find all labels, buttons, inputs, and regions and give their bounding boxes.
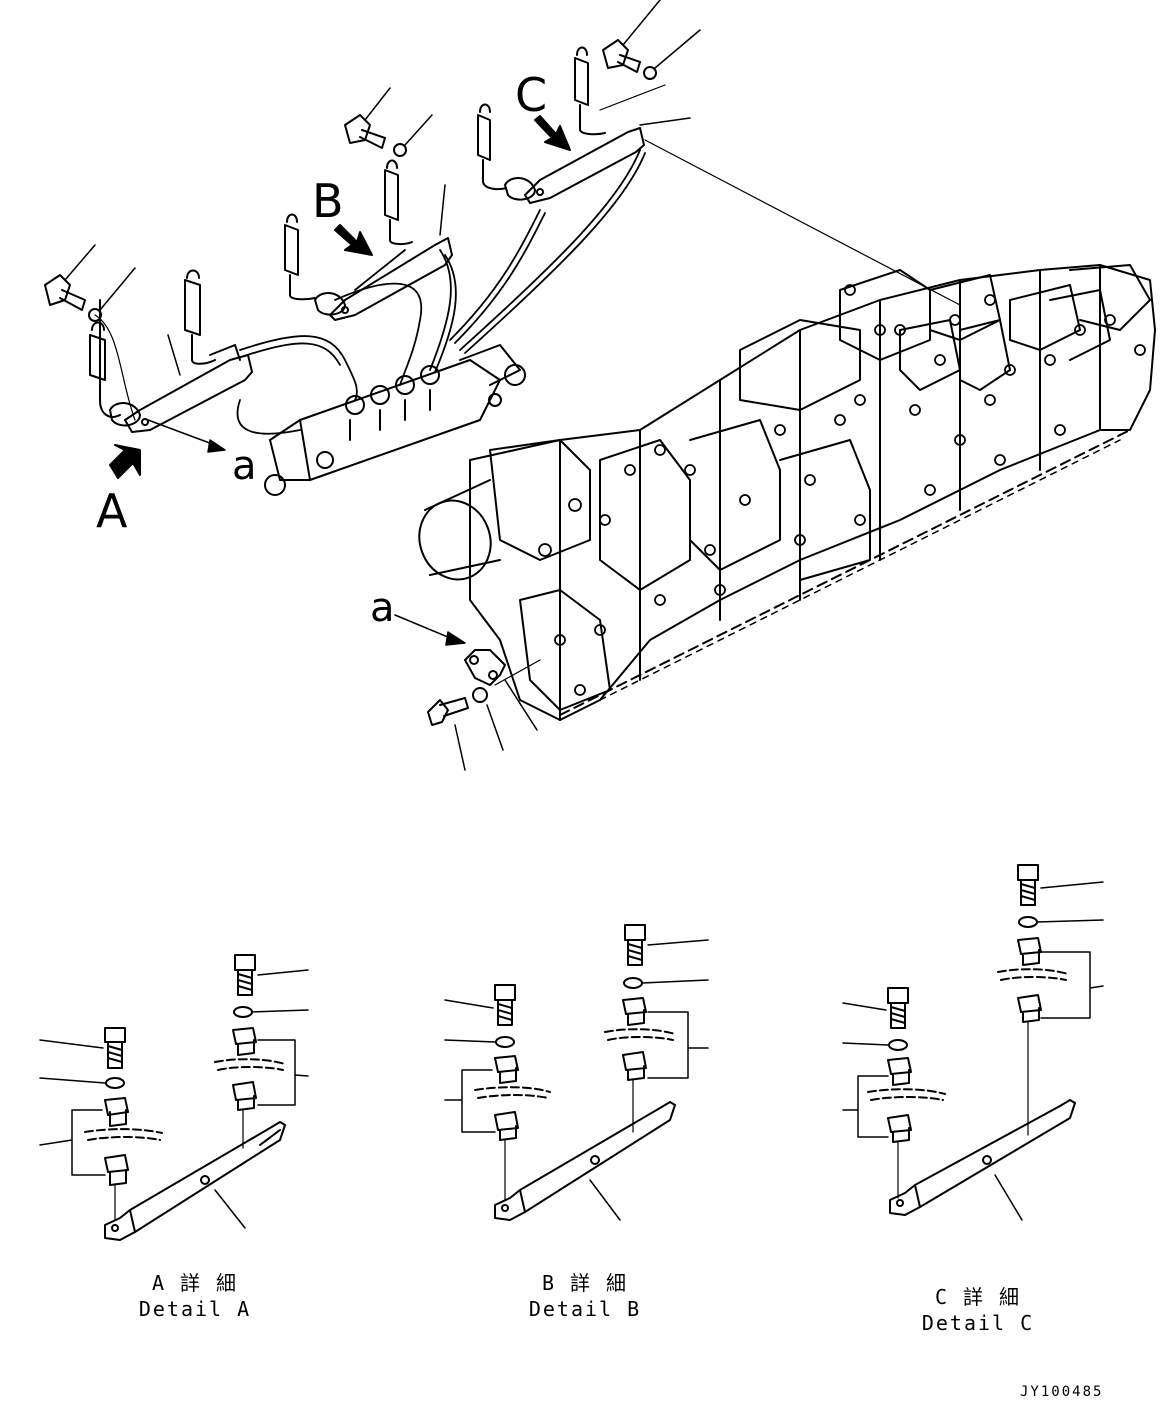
caption-detail-c: C 詳 細 Detail C <box>908 1284 1048 1336</box>
view-arrows <box>109 115 571 479</box>
drawing-code: JY100485 <box>1020 1384 1104 1400</box>
caption-detail-a: A 詳 細 Detail A <box>125 1270 265 1322</box>
view-label-b: B <box>312 174 344 228</box>
caption-detail-a-en: Detail A <box>138 1297 252 1321</box>
bracket-c-top <box>477 0 701 204</box>
caption-detail-b-jp: B 詳 細 <box>541 1271 629 1295</box>
view-label-a: A <box>96 484 128 538</box>
bracket-a-top <box>44 244 253 433</box>
caption-detail-c-jp: C 詳 細 <box>934 1285 1022 1309</box>
caption-detail-a-jp: A 詳 細 <box>151 1271 239 1295</box>
control-valve-body <box>418 264 1156 721</box>
detail-b-drawing <box>444 924 709 1221</box>
view-label-c: C <box>515 68 548 122</box>
bracket-b-top <box>284 87 453 321</box>
reference-leaders <box>147 139 961 646</box>
detail-a-drawing <box>39 954 309 1241</box>
caption-detail-b-en: Detail B <box>528 1297 642 1321</box>
hoses <box>236 149 646 435</box>
detail-c-drawing <box>842 864 1104 1221</box>
ref-label-a-top: a <box>232 443 257 489</box>
bracket-small-lower <box>427 649 541 771</box>
caption-detail-c-en: Detail C <box>921 1311 1035 1335</box>
solenoid-valve-block <box>264 344 526 496</box>
caption-detail-b: B 詳 細 Detail B <box>515 1270 655 1322</box>
ref-label-a-bottom: a <box>370 585 395 631</box>
